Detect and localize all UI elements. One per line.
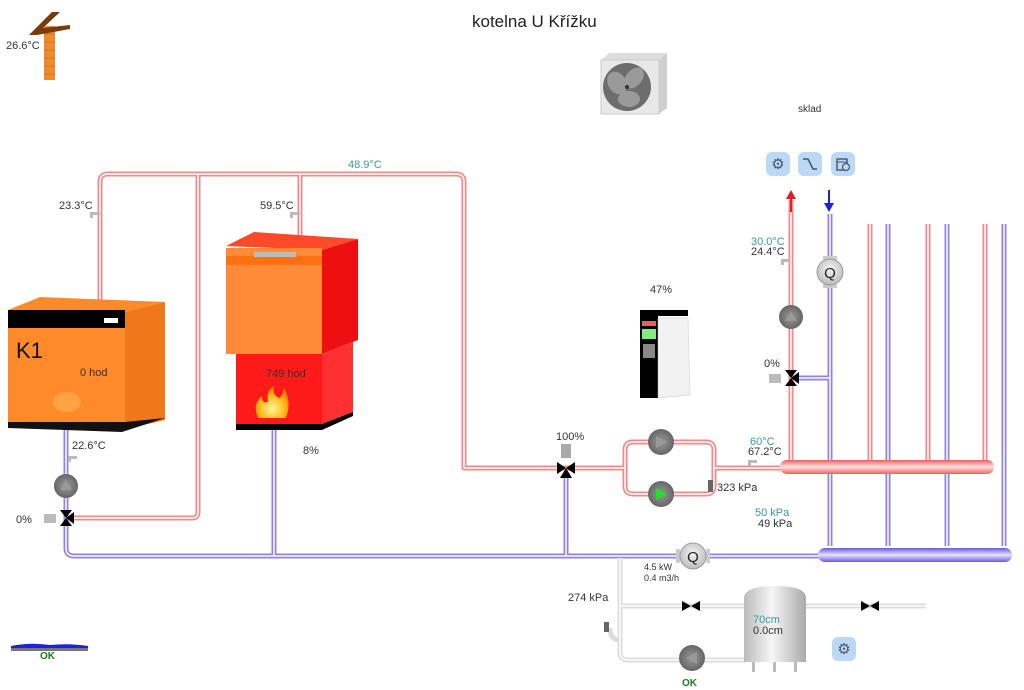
gears-icon: ⚙ [837, 641, 851, 658]
pump-storage[interactable] [779, 305, 803, 329]
boiler-k1-name: K1 [16, 338, 43, 363]
heating-curve-icon [803, 158, 817, 170]
storage-actual-temp: 24.4°C [751, 246, 785, 258]
ball-valve-refill[interactable] [682, 601, 700, 611]
refill-pump-status: OK [682, 678, 697, 689]
distributor-setpoint-temp[interactable]: 60°C [750, 436, 775, 448]
pressure-sensor-main [708, 480, 713, 492]
mix-valve-k1[interactable] [44, 510, 74, 526]
pump-main-2[interactable] [648, 481, 674, 507]
return-arrow-icon [824, 190, 834, 212]
boiler2-power: 8% [303, 445, 319, 457]
expansion-tank [744, 586, 806, 672]
boiler2-flow-temp: 59.5°C [260, 200, 294, 212]
temp-sensors [68, 212, 790, 466]
boiler2-hours: 749 hod [266, 368, 306, 380]
temp-sensor-icon [68, 456, 77, 462]
boiler-pellet [226, 232, 358, 430]
common-flow-temp: 48.9°C [348, 159, 382, 171]
heat-meter-flow: 0.4 m3/h [644, 573, 680, 583]
tank-level: 0.0cm [753, 625, 783, 637]
outdoor-temperature: 26.6°C [6, 40, 40, 52]
storage-label: sklad [798, 104, 822, 115]
temp-sensor-icon [90, 212, 100, 218]
storage-setpoint-temp[interactable]: 30.0°C [751, 236, 785, 248]
svg-text:Q: Q [687, 549, 699, 566]
refill-settings-button[interactable]: ⚙ [832, 637, 856, 661]
temp-sensor-icon [781, 259, 790, 265]
boiler-k1 [8, 297, 165, 432]
ball-valve-tank-out[interactable] [861, 601, 879, 611]
flow-meter-storage: Q [816, 256, 844, 288]
distributor-actual-temp: 67.2°C [748, 446, 782, 458]
mix-valve-storage[interactable] [769, 370, 799, 386]
main-mix-valve[interactable] [557, 444, 575, 478]
k1-return-temp: 22.6°C [72, 440, 106, 452]
heating-curve-button[interactable] [798, 152, 822, 176]
pressure-sensor-refill [604, 622, 609, 632]
heat-pump-fan-icon[interactable] [600, 53, 667, 115]
svg-text:Q: Q [824, 265, 836, 282]
water-level-status: OK [40, 651, 55, 662]
main-pressure: 323 kPa [717, 482, 758, 494]
cold-distributor [818, 548, 1012, 562]
main-valve-position[interactable]: 100% [556, 431, 585, 443]
heat-meter: Q [676, 542, 710, 570]
schedule-button[interactable] [831, 152, 855, 176]
pump-refill[interactable] [679, 645, 705, 671]
storage-settings-button[interactable]: ⚙ [766, 152, 790, 176]
pump-k1[interactable] [54, 474, 78, 498]
cold-pipes [63, 214, 1007, 559]
distributor-actual-pressure: 49 kPa [758, 518, 793, 530]
heat-meter-power: 4.5 kW [644, 562, 673, 572]
inverter-speed: 47% [650, 284, 673, 296]
k1-hours: 0 hod [80, 367, 108, 379]
pump-main-1[interactable] [648, 429, 674, 455]
hot-pipes [70, 171, 988, 521]
supply-arrow-icon [786, 190, 796, 212]
frequency-inverter-icon [640, 310, 691, 399]
gears-icon: ⚙ [771, 156, 785, 173]
tank-setpoint[interactable]: 70cm [753, 614, 780, 626]
storage-valve-position[interactable]: 0% [764, 358, 780, 370]
refill-pressure: 274 kPa [568, 592, 609, 604]
temp-sensor-icon [290, 212, 300, 218]
temp-sensor-icon [748, 460, 757, 466]
k1-valve-position[interactable]: 0% [16, 514, 32, 526]
calendar-clock-icon [836, 158, 851, 172]
flame-icon [255, 386, 289, 418]
k1-flow-temp: 23.3°C [59, 200, 93, 212]
chimney-roof-icon [29, 12, 70, 80]
hot-distributor [780, 460, 994, 474]
page-title: kotelna U Křížku [472, 12, 597, 31]
water-level-sensor [11, 643, 88, 651]
distributor-setpoint-pressure[interactable]: 50 kPa [755, 507, 790, 519]
